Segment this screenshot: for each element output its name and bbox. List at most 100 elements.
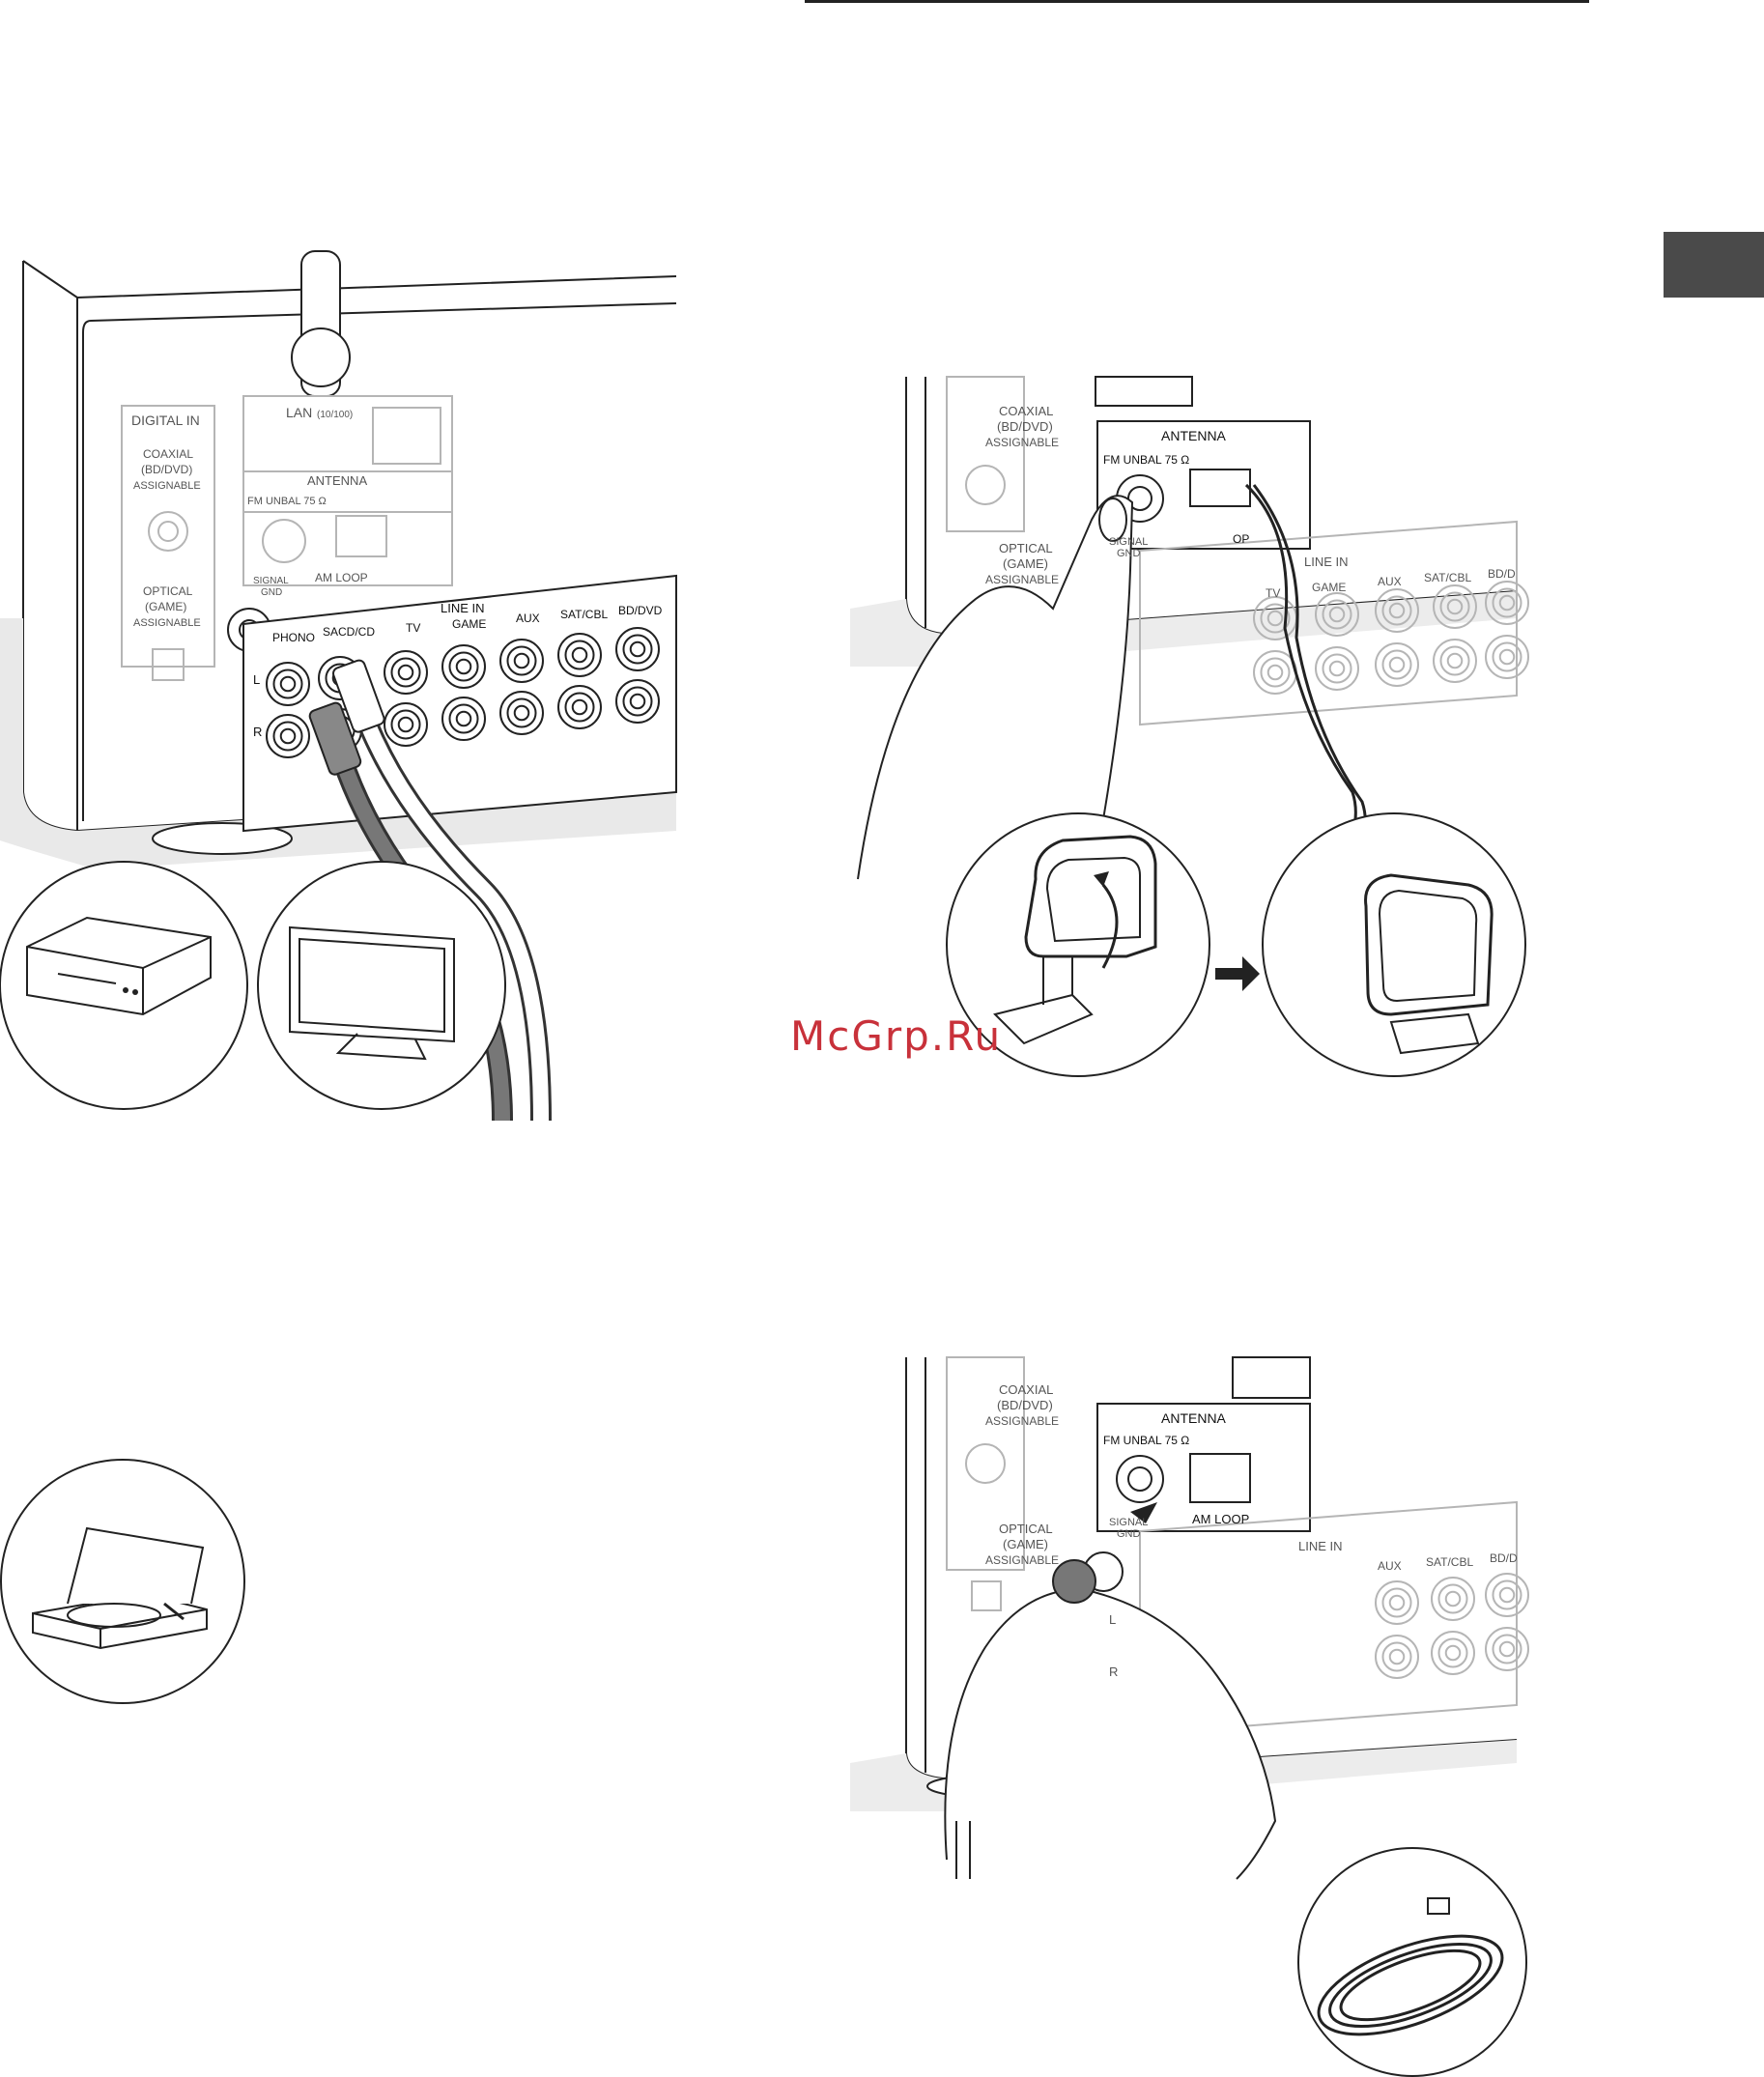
- rca-jack: [455, 710, 472, 727]
- rca-jack: [1485, 581, 1529, 625]
- fig2-optical-sub: (GAME): [1003, 556, 1048, 571]
- signal-gnd-label: SIGNAL: [253, 576, 289, 586]
- rca-jack: [1375, 1635, 1419, 1679]
- fig2-optical-assignable: ASSIGNABLE: [985, 573, 1059, 586]
- figure-line-in-connection: [0, 250, 677, 1122]
- fig4-am-label: AM LOOP: [1192, 1512, 1249, 1526]
- rca-jack: [1437, 1637, 1468, 1668]
- rca-jack: [506, 697, 537, 728]
- watermark-text: McGrp.Ru: [790, 1012, 1003, 1060]
- rca-jack: [397, 716, 414, 733]
- rca-jack: [1375, 588, 1419, 633]
- rca-jack: [1381, 649, 1412, 680]
- fig2-line-in-label: LINE IN: [1304, 555, 1349, 569]
- fig4-signal-label: SIGNAL: [1109, 1517, 1148, 1528]
- rca-jack: [1444, 1590, 1462, 1608]
- figure-turntable: [0, 1459, 245, 1704]
- rca-jack: [1492, 587, 1522, 618]
- fig2-signal-label: SIGNAL: [1109, 536, 1148, 548]
- channel-r: R: [253, 725, 262, 739]
- rca-jack: [1322, 599, 1352, 630]
- fig4-fm-label: FM UNBAL 75 Ω: [1103, 1434, 1189, 1447]
- input-sat-cbl: SAT/CBL: [560, 608, 608, 621]
- rca-jack: [1439, 591, 1470, 622]
- signal-gnd-label-2: GND: [261, 587, 282, 598]
- rca-jack: [1322, 653, 1352, 684]
- rca-jack: [1375, 1580, 1419, 1625]
- fig4-optical-sub: (GAME): [1003, 1537, 1048, 1551]
- rca-jack: [564, 692, 595, 723]
- coaxial-assignable-label: ASSIGNABLE: [133, 480, 201, 492]
- rca-jack: [272, 721, 303, 752]
- optical-assignable-label: ASSIGNABLE: [133, 617, 201, 629]
- rca-jack: [1315, 592, 1359, 637]
- fig4-line-in-label: LINE IN: [1298, 1539, 1343, 1553]
- fig4-channel-l: L: [1109, 1612, 1116, 1627]
- fig2-input-game: GAME: [1312, 581, 1346, 594]
- rca-jack: [1485, 1573, 1529, 1617]
- rca-jack: [1266, 664, 1284, 681]
- fig2-gnd-label: GND: [1117, 548, 1141, 559]
- fig4-optical-label: OPTICAL: [999, 1522, 1053, 1536]
- fig2-optical-label: OPTICAL: [999, 541, 1053, 555]
- rca-jack: [384, 702, 428, 747]
- rca-jack: [1446, 598, 1464, 615]
- fig2-input-sat-cbl: SAT/CBL: [1424, 571, 1471, 584]
- rca-jack: [506, 645, 537, 676]
- rca-jack: [1381, 595, 1412, 626]
- fig4-antenna-label: ANTENNA: [1161, 1410, 1227, 1426]
- fig4-optical-assignable: ASSIGNABLE: [985, 1553, 1059, 1567]
- rca-jack: [441, 644, 486, 689]
- rca-jack: [571, 698, 588, 716]
- rca-jack: [1328, 660, 1346, 677]
- rca-jack: [1492, 1634, 1522, 1664]
- rca-jack: [1388, 1594, 1406, 1611]
- lan-speed-label: (10/100): [317, 410, 353, 420]
- rca-jack: [564, 640, 595, 670]
- rca-jack: [499, 639, 544, 683]
- lan-label: LAN: [286, 405, 312, 420]
- rca-jack: [1388, 656, 1406, 673]
- fig4-coaxial-assignable: ASSIGNABLE: [985, 1414, 1059, 1428]
- fig2-labels: COAXIAL (BD/DVD) ASSIGNABLE OPTICAL (GAM…: [850, 377, 1546, 1121]
- rca-jack: [272, 669, 303, 699]
- antenna-label: ANTENNA: [307, 473, 367, 488]
- fig2-loop-label: OP: [1233, 532, 1249, 546]
- fig2-antenna-label: ANTENNA: [1161, 428, 1227, 443]
- rca-jack: [279, 727, 297, 745]
- rca-jack: [1431, 1577, 1475, 1621]
- input-tv: TV: [406, 621, 420, 635]
- rca-jack: [1498, 594, 1516, 612]
- rca-jack: [279, 675, 297, 693]
- rca-jack: [1433, 584, 1477, 629]
- rca-jack: [1381, 1587, 1412, 1618]
- rca-jack: [1388, 1648, 1406, 1665]
- rca-jack: [1485, 635, 1529, 679]
- am-loop-label: AM LOOP: [315, 571, 368, 584]
- fig4-input-sat-cbl: SAT/CBL: [1426, 1555, 1473, 1569]
- rca-jack: [1444, 1644, 1462, 1662]
- fig2-coaxial-assignable: ASSIGNABLE: [985, 436, 1059, 449]
- rca-jack: [513, 704, 530, 722]
- rca-jack: [629, 640, 646, 658]
- rca-jack: [448, 703, 479, 734]
- rca-jack: [1437, 1583, 1468, 1614]
- rca-jack: [1328, 606, 1346, 623]
- fm-label: FM UNBAL 75 Ω: [247, 496, 327, 507]
- fig2-fm-label: FM UNBAL 75 Ω: [1103, 453, 1189, 467]
- fig4-channel-r: R: [1109, 1664, 1118, 1679]
- rca-jack: [1375, 642, 1419, 687]
- rca-jack: [390, 709, 421, 740]
- rca-jack: [629, 693, 646, 710]
- rca-jack: [266, 714, 310, 758]
- rca-jack: [1498, 1640, 1516, 1658]
- rca-jack: [455, 658, 472, 675]
- rca-jack: [1431, 1631, 1475, 1675]
- figure-fm-antenna: [850, 1356, 1529, 2077]
- rca-jack: [390, 657, 421, 688]
- rca-jack: [1485, 1627, 1529, 1671]
- rca-jack: [397, 664, 414, 681]
- rca-jack: [1492, 641, 1522, 672]
- coaxial-label: COAXIAL: [143, 447, 193, 461]
- rca-jack: [1498, 648, 1516, 666]
